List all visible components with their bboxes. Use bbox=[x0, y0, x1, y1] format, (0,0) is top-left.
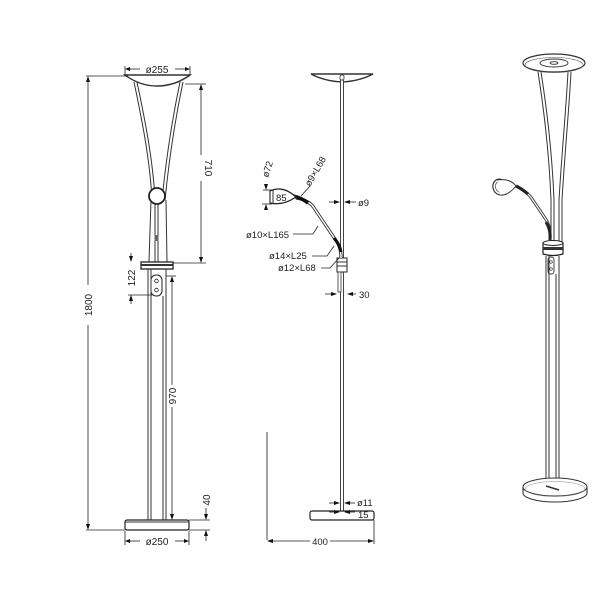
dim-total-width: 400 bbox=[312, 537, 328, 548]
dim-head-diameter: ø255 bbox=[146, 65, 169, 76]
dim-base-height: 40 bbox=[202, 494, 213, 506]
dim-base-diameter: ø250 bbox=[146, 537, 169, 548]
side-switch-housing bbox=[336, 257, 348, 273]
dim-gooseneck-top: ø9×L68 bbox=[303, 155, 329, 189]
dim-head-height: 710 bbox=[202, 160, 213, 177]
perspective-uplight-dish bbox=[522, 53, 586, 73]
side-view: 85 ø72 ø9×L68 ø9 ø10×L165 ø14×L25 ø12×L6… bbox=[246, 73, 375, 548]
front-uplight-dish bbox=[122, 74, 193, 87]
front-right-arm-outer bbox=[161, 81, 181, 201]
front-view: ø255 1800 710 122 970 bbox=[82, 65, 213, 548]
side-main-pole bbox=[340, 79, 344, 513]
front-reading-head bbox=[148, 187, 166, 205]
front-right-arm-inner bbox=[164, 81, 184, 201]
front-left-arm-outer bbox=[133, 81, 153, 201]
dim-pole-base-diameter: ø11 bbox=[357, 498, 373, 509]
side-base bbox=[309, 510, 375, 521]
dim-pole-diameter: ø9 bbox=[358, 198, 369, 209]
dim-joint-2: ø12×L68 bbox=[278, 263, 316, 274]
side-gooseneck bbox=[295, 196, 343, 259]
dim-switch-width: 30 bbox=[359, 290, 370, 301]
dim-switch-height: 122 bbox=[127, 269, 138, 286]
side-reading-head bbox=[269, 188, 297, 205]
perspective-view bbox=[492, 53, 588, 503]
front-dimmer bbox=[150, 274, 163, 297]
dim-reading-head-depth: 85 bbox=[276, 193, 287, 204]
dim-gooseneck-arm: ø10×L165 bbox=[246, 230, 289, 241]
dim-pole-height: 970 bbox=[168, 387, 179, 404]
dim-reading-head-diameter: ø72 bbox=[260, 160, 276, 179]
dim-joint-1: ø14×L25 bbox=[269, 251, 307, 262]
dim-pole-base-offset: 15 bbox=[358, 510, 369, 521]
front-left-arm-inner bbox=[136, 81, 156, 201]
dim-total-height: 1800 bbox=[84, 293, 95, 316]
